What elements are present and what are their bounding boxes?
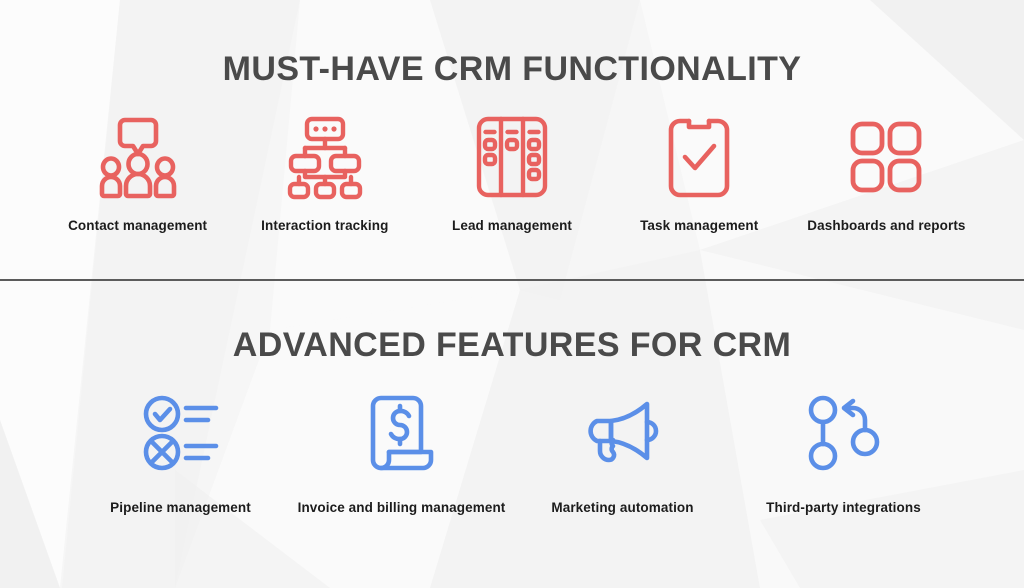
feature-label: Contact management — [68, 218, 208, 233]
icon-box — [850, 115, 922, 199]
icon-box — [476, 115, 548, 199]
feature-label: Third-party integrations — [766, 500, 921, 515]
org-chart-icon — [287, 116, 362, 200]
kanban-board-icon — [476, 116, 548, 198]
feature-item-dashboards-reports[interactable]: Dashboards and reports — [793, 115, 980, 234]
feature-label: Marketing automation — [551, 500, 694, 515]
feature-item-invoice-billing[interactable]: Invoice and billing management — [291, 393, 512, 516]
clipboard-check-icon — [668, 118, 730, 198]
feature-item-lead-management[interactable]: Lead management — [418, 115, 605, 234]
feature-item-interaction-tracking[interactable]: Interaction tracking — [231, 115, 418, 234]
invoice-dollar-icon — [370, 395, 433, 471]
icon-box — [369, 393, 435, 473]
feature-item-task-management[interactable]: Task management — [606, 115, 793, 234]
feature-label: Invoice and billing management — [297, 500, 506, 515]
feature-item-third-party-integrations[interactable]: Third-party integrations — [733, 393, 954, 516]
icon-box — [807, 393, 881, 473]
megaphone-icon — [587, 401, 658, 463]
feature-row-must-have: Contact management — [0, 115, 1024, 234]
check-x-list-icon — [143, 395, 218, 471]
icon-box — [99, 115, 177, 199]
feature-label: Task management — [640, 218, 759, 233]
grid-four-icon — [851, 121, 922, 193]
icon-box — [142, 393, 220, 473]
feature-label: Interaction tracking — [261, 218, 389, 233]
section-title-must-have: MUST-HAVE CRM FUNCTIONALITY — [222, 50, 802, 88]
feature-item-pipeline-management[interactable]: Pipeline management — [70, 393, 291, 516]
section-divider — [0, 279, 1024, 281]
section-advanced: ADVANCED FEATURES FOR CRM — [0, 280, 1024, 588]
feature-row-advanced: Pipeline management Invoice and billing … — [0, 393, 1024, 516]
nodes-link-icon — [808, 395, 879, 471]
icon-box — [285, 115, 365, 200]
feature-label: Lead management — [451, 218, 573, 233]
feature-label: Pipeline management — [110, 500, 251, 515]
feature-item-marketing-automation[interactable]: Marketing automation — [512, 393, 733, 516]
icon-box — [667, 115, 731, 199]
feature-label: Dashboards and reports — [807, 218, 966, 233]
contacts-group-icon — [99, 117, 176, 199]
feature-item-contact-management[interactable]: Contact management — [44, 115, 231, 234]
section-title-advanced: ADVANCED FEATURES FOR CRM — [232, 326, 792, 364]
icon-box — [583, 393, 663, 473]
section-must-have: MUST-HAVE CRM FUNCTIONALITY — [0, 0, 1024, 280]
